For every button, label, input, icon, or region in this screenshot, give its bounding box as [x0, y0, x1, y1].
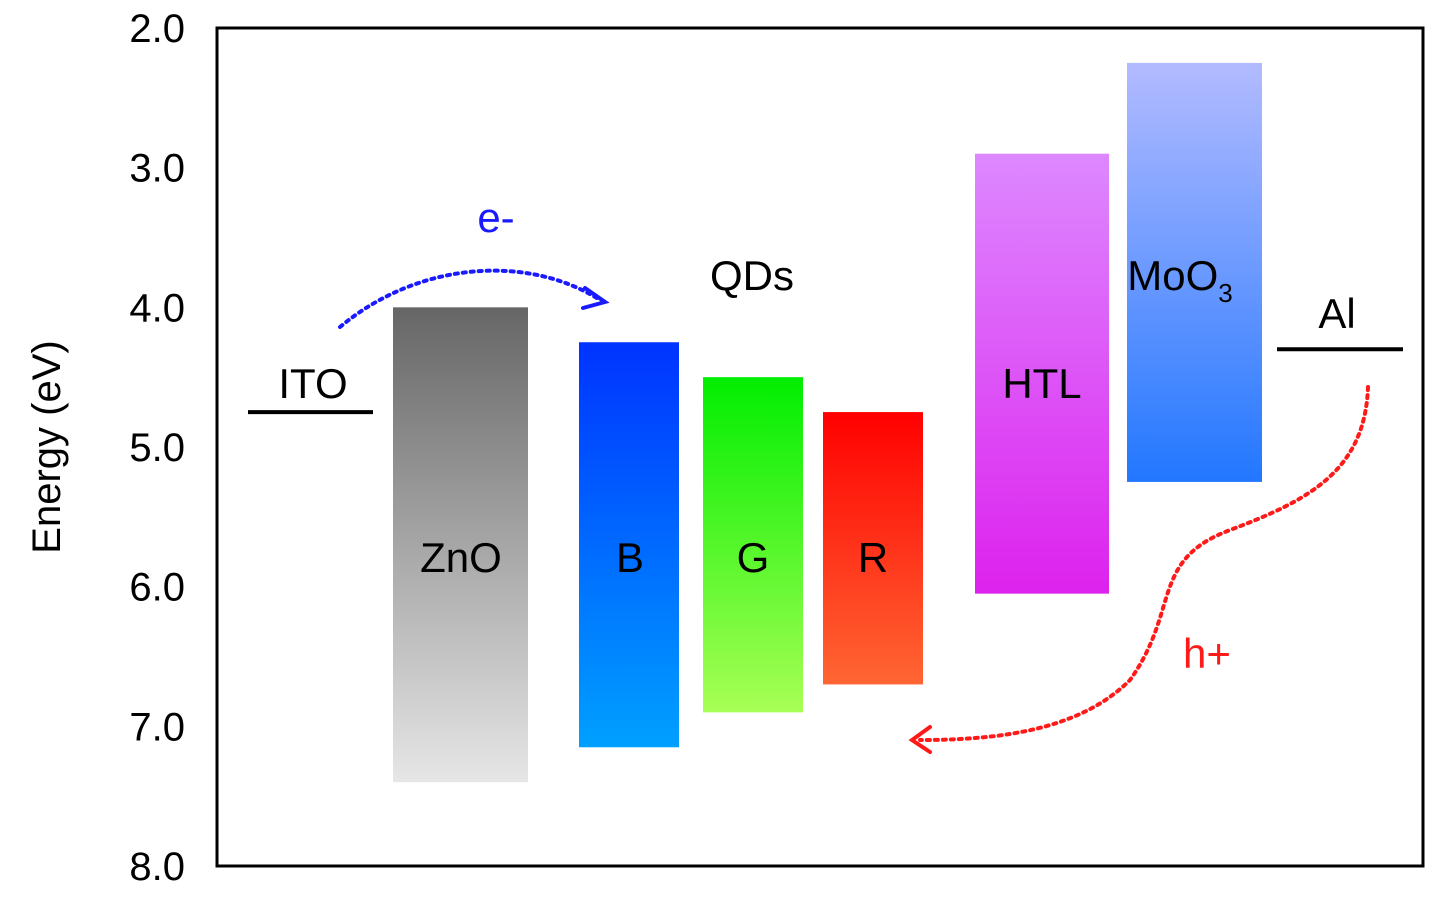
electrode-label-ito: ITO — [278, 360, 347, 407]
hole-label: h+ — [1183, 630, 1231, 677]
hole-arrow — [918, 385, 1370, 742]
electron-label: e- — [477, 194, 514, 241]
qds-group-label: QDs — [710, 252, 794, 299]
electron-arrowhead — [581, 286, 610, 310]
y-tick-label: 3.0 — [129, 147, 185, 191]
y-tick-label: 8.0 — [129, 845, 185, 889]
band-label-moo: MoO3 — [1127, 252, 1232, 308]
y-tick-label: 4.0 — [129, 286, 185, 330]
band-label-htl: HTL — [1002, 360, 1081, 407]
energy-bands: ZnO B G R HTL MoO3 — [393, 62, 1262, 783]
band-g — [703, 377, 803, 713]
electron-arrow — [338, 268, 602, 329]
electrode-label-al: Al — [1318, 290, 1355, 337]
band-r — [823, 412, 923, 685]
y-tick-label: 2.0 — [129, 7, 185, 51]
plot-frame — [215, 26, 1425, 868]
y-axis-label: Energy (eV) — [25, 340, 69, 553]
band-label-r: R — [858, 534, 888, 581]
y-tick-label: 7.0 — [129, 705, 185, 749]
band-label-g: G — [737, 534, 770, 581]
y-tick-label: 6.0 — [129, 566, 185, 610]
band-htl — [975, 153, 1109, 594]
band-moo — [1127, 62, 1262, 482]
electrode-levels: ITO Al — [248, 290, 1403, 415]
band-b — [579, 342, 679, 748]
band-label-b: B — [616, 534, 644, 581]
y-tick-label: 5.0 — [129, 426, 185, 470]
band-zno — [393, 307, 528, 783]
hole-arrowhead — [908, 725, 932, 754]
y-tick-labels: 2.0 3.0 4.0 5.0 6.0 7.0 8.0 — [129, 7, 185, 889]
band-label-zno: ZnO — [420, 534, 502, 581]
